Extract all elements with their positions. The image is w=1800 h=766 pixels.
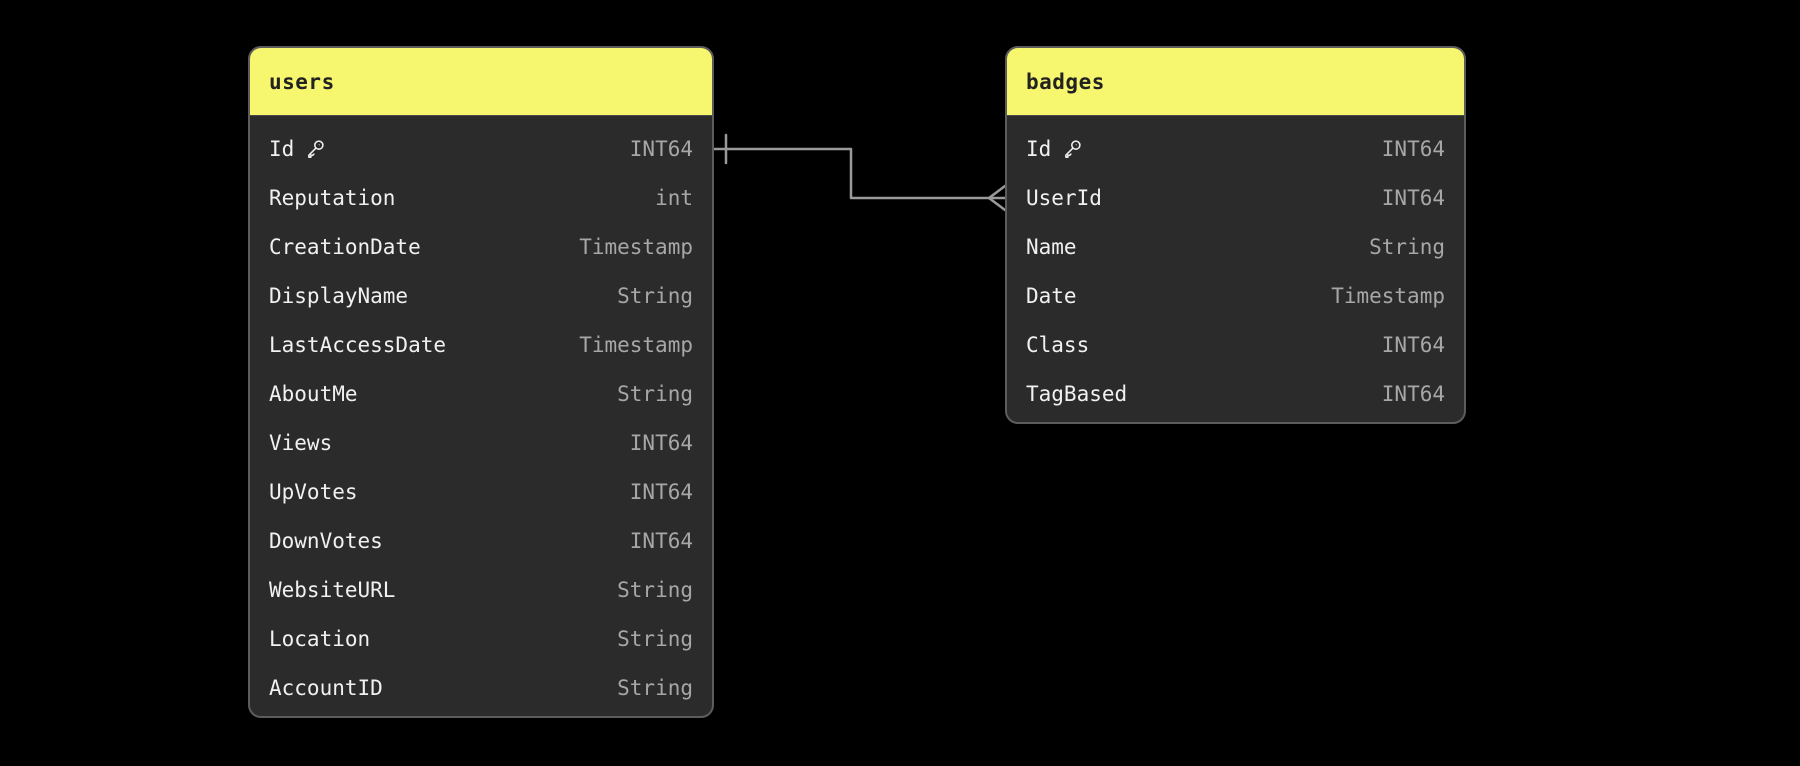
field-type: INT64 [629, 528, 693, 553]
field-type: INT64 [629, 136, 693, 161]
table-badges-body: Id INT64 UserId INT64 Name String Dat [1007, 116, 1464, 422]
primary-key-icon [1065, 139, 1081, 158]
table-row[interactable]: Class INT64 [1007, 320, 1464, 369]
field-type: Timestamp [579, 234, 693, 259]
table-badges-header[interactable]: badges [1007, 48, 1464, 116]
field-type: String [617, 675, 693, 700]
table-row[interactable]: CreationDate Timestamp [250, 222, 712, 271]
cardinality-many-crowfoot [987, 184, 1007, 212]
field-name: WebsiteURL [269, 577, 396, 602]
table-row[interactable]: DisplayName String [250, 271, 712, 320]
field-type: INT64 [629, 430, 693, 455]
field-type: Timestamp [1331, 283, 1445, 308]
table-row[interactable]: UserId INT64 [1007, 173, 1464, 222]
field-name: DownVotes [269, 528, 383, 553]
relationship-line[interactable] [710, 147, 1007, 200]
field-name: Location [269, 626, 371, 651]
table-badges-title: badges [1026, 69, 1105, 94]
table-row[interactable]: WebsiteURL String [250, 565, 712, 614]
table-row[interactable]: AboutMe String [250, 369, 712, 418]
table-row[interactable]: LastAccessDate Timestamp [250, 320, 712, 369]
field-name: Name [1026, 234, 1077, 259]
table-row[interactable]: UpVotes INT64 [250, 467, 712, 516]
field-type: String [1369, 234, 1445, 259]
table-row[interactable]: Views INT64 [250, 418, 712, 467]
field-name: Views [269, 430, 333, 455]
field-name: Class [1026, 332, 1090, 357]
field-type: String [617, 283, 693, 308]
field-name: UpVotes [269, 479, 358, 504]
field-type: INT64 [1381, 381, 1445, 406]
field-name: AccountID [269, 675, 383, 700]
table-row[interactable]: Date Timestamp [1007, 271, 1464, 320]
field-type: INT64 [1381, 185, 1445, 210]
field-name: TagBased [1026, 381, 1128, 406]
field-type: int [655, 185, 693, 210]
table-row[interactable]: Location String [250, 614, 712, 663]
field-type: Timestamp [579, 332, 693, 357]
table-users-header[interactable]: users [250, 48, 712, 116]
table-row[interactable]: Id INT64 [250, 124, 712, 173]
field-name: Id [269, 136, 295, 161]
field-name-wrap: Id [1026, 137, 1083, 161]
field-type: INT64 [629, 479, 693, 504]
table-badges[interactable]: badges Id INT64 UserId INT64 Na [1005, 46, 1466, 424]
field-type: String [617, 626, 693, 651]
field-name: DisplayName [269, 283, 409, 308]
field-type: INT64 [1381, 332, 1445, 357]
table-row[interactable]: AccountID String [250, 663, 712, 712]
field-name: UserId [1026, 185, 1102, 210]
field-name: AboutMe [269, 381, 358, 406]
field-name: Date [1026, 283, 1077, 308]
field-name: Reputation [269, 185, 396, 210]
table-row[interactable]: Id INT64 [1007, 124, 1464, 173]
field-type: String [617, 577, 693, 602]
table-row[interactable]: DownVotes INT64 [250, 516, 712, 565]
primary-key-icon [308, 139, 324, 158]
field-type: INT64 [1381, 136, 1445, 161]
field-name: CreationDate [269, 234, 421, 259]
table-row[interactable]: Name String [1007, 222, 1464, 271]
field-name-wrap: Id [269, 137, 326, 161]
field-name: LastAccessDate [269, 332, 447, 357]
field-type: String [617, 381, 693, 406]
table-row[interactable]: TagBased INT64 [1007, 369, 1464, 418]
table-row[interactable]: Reputation int [250, 173, 712, 222]
table-users-body: Id INT64 Reputation int CreationDate Tim… [250, 116, 712, 716]
field-name: Id [1026, 136, 1052, 161]
table-users[interactable]: users Id INT64 Reputation int C [248, 46, 714, 718]
table-users-title: users [269, 69, 335, 94]
